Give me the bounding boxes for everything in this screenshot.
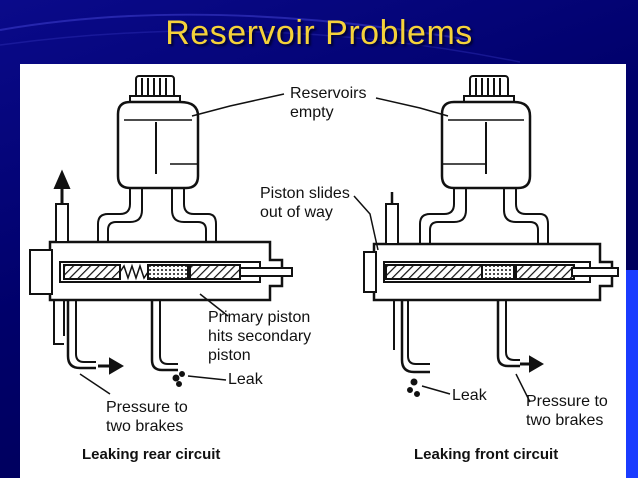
label-pressure-left: Pressure to two brakes <box>106 398 188 436</box>
label-primary-piston: Primary piston hits secondary piston <box>208 308 311 365</box>
label-line: empty <box>290 104 334 121</box>
accent-bar <box>626 270 638 478</box>
label-line: two brakes <box>106 418 184 435</box>
label-pressure-right: Pressure to two brakes <box>526 392 608 430</box>
right-master-cylinder <box>363 75 619 397</box>
label-piston-slides: Piston slides out of way <box>260 184 350 222</box>
label-leak-left: Leak <box>228 371 263 388</box>
master-cylinder-diagram <box>29 75 619 403</box>
left-master-cylinder <box>29 75 293 387</box>
caption-left: Leaking rear circuit <box>82 446 221 463</box>
label-line: Pressure to <box>526 393 608 410</box>
label-line: hits secondary <box>208 328 312 345</box>
label-leak-right: Leak <box>452 387 487 404</box>
label-line: piston <box>208 347 251 364</box>
label-line: out of way <box>260 204 333 221</box>
label-line: Reservoirs <box>290 85 367 102</box>
label-line: two brakes <box>526 412 604 429</box>
slide-title: Reservoir Problems <box>165 14 473 52</box>
label-reservoirs-empty: Reservoirs empty <box>290 84 366 122</box>
diagram-panel: Reservoirs empty Piston slides out of wa… <box>20 64 626 478</box>
caption-right: Leaking front circuit <box>414 446 559 463</box>
callout-lines <box>79 93 531 403</box>
label-line: Primary piston <box>208 309 311 326</box>
label-line: Piston slides <box>260 185 350 202</box>
label-line: Pressure to <box>106 399 188 416</box>
